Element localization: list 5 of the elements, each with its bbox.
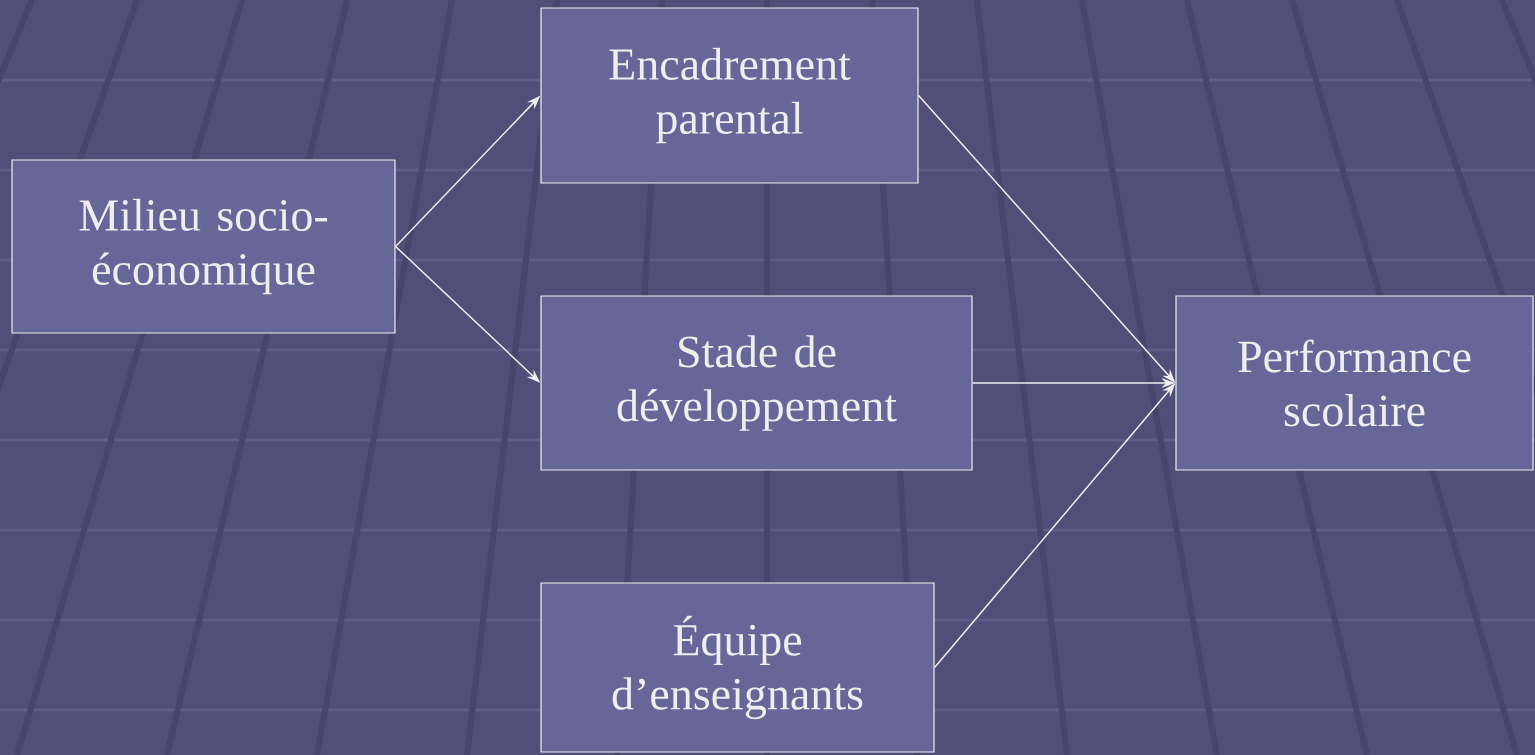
text-box: Stade de développement [540,295,973,471]
text-box: Milieu socio-économique [11,159,396,334]
text-box: Équipe d’enseignants [540,582,935,753]
text-box: Encadrement parental [540,7,919,184]
text-box: Performance scolaire [1175,295,1534,471]
